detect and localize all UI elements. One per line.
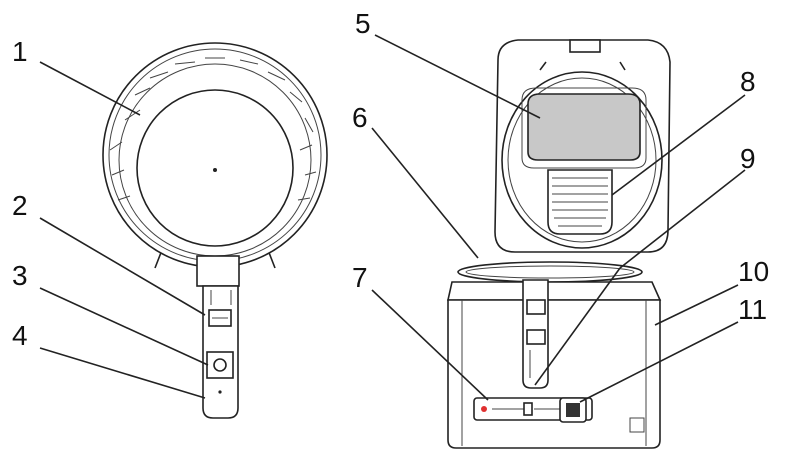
fryer-housing bbox=[447, 261, 662, 449]
handle-neck bbox=[196, 255, 240, 287]
callout-1: 1 bbox=[12, 36, 28, 67]
fryer-lid bbox=[494, 39, 671, 253]
lid-viewing-window bbox=[527, 93, 641, 161]
leader-9 bbox=[619, 169, 746, 269]
release-button-icon bbox=[213, 358, 227, 372]
callout-2: 2 bbox=[12, 190, 28, 221]
leader-6 bbox=[371, 127, 479, 259]
leader-8 bbox=[611, 94, 746, 196]
indicator-light bbox=[481, 406, 487, 412]
lid-filter-grille bbox=[547, 169, 613, 235]
leader-4 bbox=[39, 347, 206, 399]
lid-hinge bbox=[569, 39, 601, 53]
callout-10: 10 bbox=[738, 256, 770, 287]
basket-center-dot bbox=[213, 168, 217, 172]
basket-mesh bbox=[109, 57, 317, 201]
callout-11: 11 bbox=[738, 294, 768, 325]
housing-top-lip bbox=[447, 281, 662, 301]
callout-8: 8 bbox=[740, 66, 756, 97]
callout-9: 9 bbox=[740, 143, 756, 174]
callout-4: 4 bbox=[12, 320, 28, 351]
callout-7: 7 bbox=[352, 262, 368, 293]
basket-rim-outer bbox=[102, 42, 328, 268]
callout-6: 6 bbox=[352, 102, 368, 133]
leader-5 bbox=[374, 34, 541, 119]
callout-5: 5 bbox=[355, 8, 371, 39]
leader-7 bbox=[371, 289, 489, 401]
leader-9b bbox=[534, 267, 621, 386]
leader-2 bbox=[39, 217, 206, 316]
fryer-pot-rim bbox=[457, 261, 643, 283]
basket-handle bbox=[196, 255, 240, 419]
handle-release-button bbox=[206, 351, 234, 379]
basket-bottom bbox=[136, 89, 294, 247]
basket-top-view bbox=[102, 42, 328, 269]
leader-3 bbox=[39, 287, 209, 366]
housing-body bbox=[447, 299, 661, 449]
lid-seal-ring bbox=[501, 71, 663, 249]
leader-11 bbox=[579, 321, 739, 403]
leader-10 bbox=[654, 284, 739, 326]
leader-1 bbox=[39, 61, 141, 116]
callout-3: 3 bbox=[12, 260, 28, 291]
leader-lines bbox=[39, 34, 746, 403]
